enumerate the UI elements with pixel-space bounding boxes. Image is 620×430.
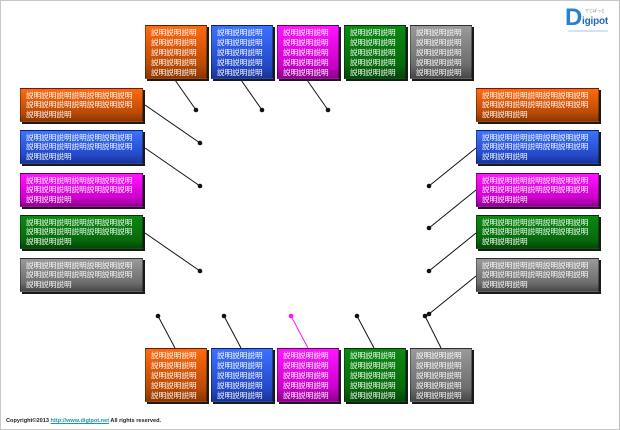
right-box-3: 説明説明説明説明説明説明説明説明説明説明説明説明説明説明説明説明説明 — [476, 173, 599, 207]
left-box-3: 説明説明説明説明説明説明説明説明説明説明説明説明説明説明説明説明説明 — [20, 173, 143, 207]
logo-swoosh-icon — [568, 30, 608, 32]
copyright-suffix: All rights reserved. — [109, 418, 162, 424]
left-box-2: 説明説明説明説明説明説明説明説明説明説明説明説明説明説明説明説明説明 — [20, 130, 143, 164]
copyright-footer: Copyright©2013 http://www.digipot.net Al… — [6, 418, 161, 424]
top-box-1: 説明説明説明説明説明説明説明説明説明説明説明説明説明説明説明 — [145, 25, 207, 79]
bottom-box-4: 説明説明説明説明説明説明説明説明説明説明説明説明説明説明説明 — [344, 348, 406, 402]
top-box-5: 説明説明説明説明説明説明説明説明説明説明説明説明説明説明説明 — [410, 25, 472, 79]
digipot-logo: D でじぽっと igipot — [565, 6, 613, 32]
right-box-1: 説明説明説明説明説明説明説明説明説明説明説明説明説明説明説明説明説明 — [476, 88, 599, 122]
right-box-2: 説明説明説明説明説明説明説明説明説明説明説明説明説明説明説明説明説明 — [476, 130, 599, 164]
bottom-box-3: 説明説明説明説明説明説明説明説明説明説明説明説明説明説明説明 — [277, 348, 339, 402]
bottom-box-5: 説明説明説明説明説明説明説明説明説明説明説明説明説明説明説明 — [410, 348, 472, 402]
left-box-1: 説明説明説明説明説明説明説明説明説明説明説明説明説明説明説明説明説明 — [20, 88, 143, 122]
copyright-prefix: Copyright©2013 — [6, 418, 51, 424]
top-box-2: 説明説明説明説明説明説明説明説明説明説明説明説明説明説明説明 — [211, 25, 273, 79]
top-box-3: 説明説明説明説明説明説明説明説明説明説明説明説明説明説明説明 — [277, 25, 339, 79]
logo-wordmark: igipot — [582, 16, 609, 27]
right-box-5: 説明説明説明説明説明説明説明説明説明説明説明説明説明説明説明説明説明 — [476, 258, 599, 292]
top-box-4: 説明説明説明説明説明説明説明説明説明説明説明説明説明説明説明 — [344, 25, 406, 79]
bottom-box-1: 説明説明説明説明説明説明説明説明説明説明説明説明説明説明説明 — [145, 348, 207, 402]
copyright-link[interactable]: http://www.digipot.net — [50, 418, 110, 424]
logo-kana: でじぽっと — [585, 8, 605, 13]
right-box-4: 説明説明説明説明説明説明説明説明説明説明説明説明説明説明説明説明説明 — [476, 215, 599, 249]
bottom-box-2: 説明説明説明説明説明説明説明説明説明説明説明説明説明説明説明 — [211, 348, 273, 402]
logo-initial: D — [565, 4, 583, 31]
left-box-4: 説明説明説明説明説明説明説明説明説明説明説明説明説明説明説明説明説明 — [20, 215, 143, 249]
left-box-5: 説明説明説明説明説明説明説明説明説明説明説明説明説明説明説明説明説明 — [20, 258, 143, 292]
